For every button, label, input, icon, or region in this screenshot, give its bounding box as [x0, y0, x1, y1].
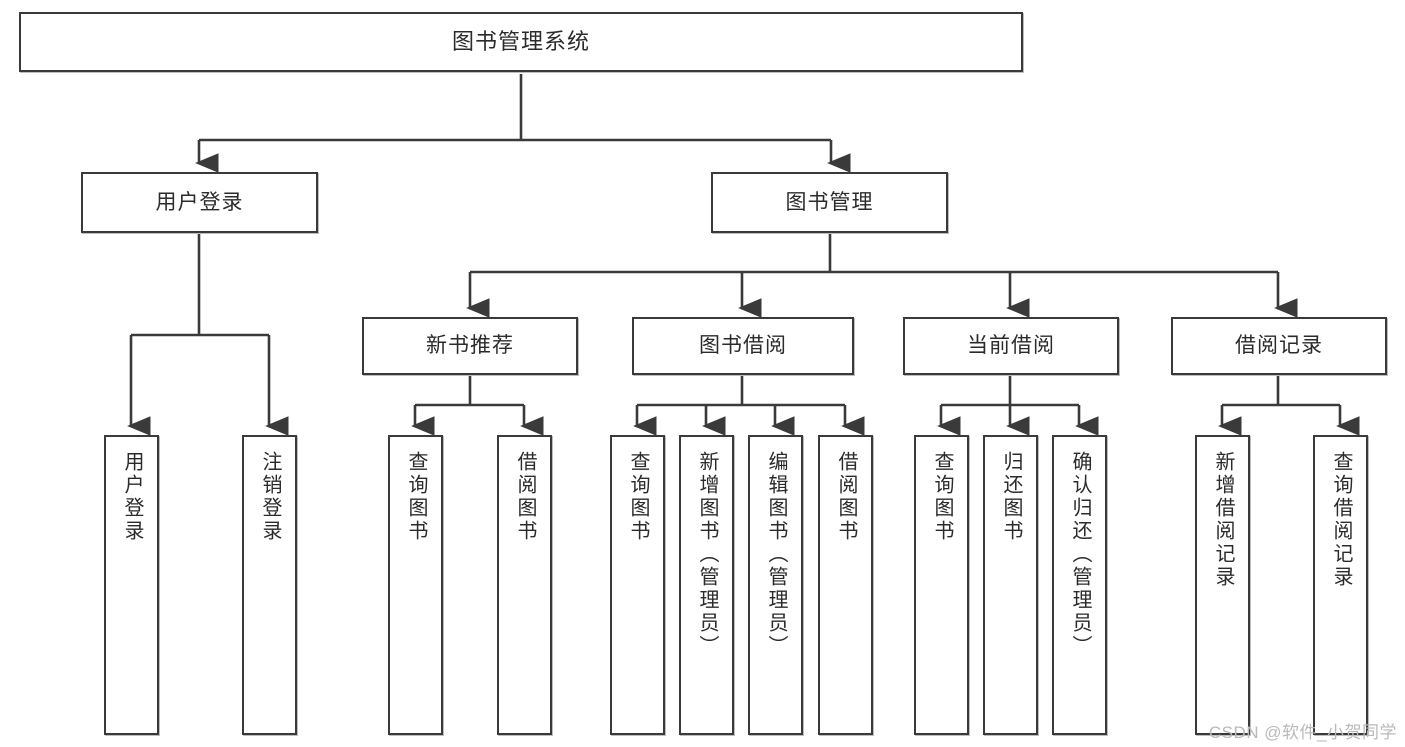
node-borrow-record[interactable]: 借阅记录 — [1171, 317, 1387, 375]
leaf-query-book-3[interactable]: 查询图书 — [914, 435, 969, 735]
leaf-edit-book[interactable]: 编辑图书（管理员） — [748, 435, 803, 735]
leaf-query-book-2-label: 查询图书 — [627, 451, 649, 543]
node-user-login-label: 用户登录 — [155, 190, 244, 214]
node-root-label: 图书管理系统 — [451, 28, 590, 54]
node-book-management-label: 图书管理 — [785, 190, 874, 214]
leaf-user-login[interactable]: 用户登录 — [104, 435, 159, 735]
leaf-user-login-label: 用户登录 — [121, 451, 143, 543]
leaf-query-record-label: 查询借阅记录 — [1330, 451, 1352, 589]
node-new-book-recommend-label: 新书推荐 — [426, 334, 514, 358]
leaf-confirm-return[interactable]: 确认归还（管理员） — [1052, 435, 1107, 735]
node-borrow-record-label: 借阅记录 — [1235, 334, 1323, 358]
leaf-confirm-return-label: 确认归还（管理员） — [1069, 451, 1091, 658]
node-book-borrow[interactable]: 图书借阅 — [632, 317, 854, 375]
leaf-logout-login-label: 注销登录 — [259, 451, 281, 543]
leaf-query-book-1-label: 查询图书 — [405, 451, 427, 543]
node-user-login[interactable]: 用户登录 — [81, 172, 318, 233]
leaf-query-record[interactable]: 查询借阅记录 — [1313, 435, 1368, 735]
leaf-return-book[interactable]: 归还图书 — [983, 435, 1038, 735]
node-root[interactable]: 图书管理系统 — [19, 12, 1023, 72]
leaf-add-record[interactable]: 新增借阅记录 — [1195, 435, 1250, 735]
leaf-add-record-label: 新增借阅记录 — [1212, 451, 1234, 589]
csdn-watermark: CSDN @软件_小贺同学 — [1208, 723, 1397, 742]
leaf-borrow-book-1-label: 借阅图书 — [514, 451, 536, 543]
leaf-return-book-label: 归还图书 — [1000, 451, 1022, 543]
leaf-query-book-3-label: 查询图书 — [931, 451, 953, 543]
node-current-borrow[interactable]: 当前借阅 — [903, 317, 1119, 375]
leaf-borrow-book-2-label: 借阅图书 — [835, 451, 857, 543]
leaf-query-book-2[interactable]: 查询图书 — [610, 435, 665, 735]
leaf-borrow-book-2[interactable]: 借阅图书 — [818, 435, 873, 735]
leaf-edit-book-label: 编辑图书（管理员） — [765, 451, 787, 658]
leaf-query-book-1[interactable]: 查询图书 — [388, 435, 443, 735]
leaf-borrow-book-1[interactable]: 借阅图书 — [497, 435, 552, 735]
leaf-add-book-label: 新增图书（管理员） — [696, 451, 718, 658]
leaf-add-book[interactable]: 新增图书（管理员） — [679, 435, 734, 735]
node-book-management[interactable]: 图书管理 — [711, 172, 948, 233]
leaf-logout-login[interactable]: 注销登录 — [242, 435, 297, 735]
node-book-borrow-label: 图书借阅 — [699, 334, 787, 358]
node-current-borrow-label: 当前借阅 — [967, 334, 1055, 358]
node-new-book-recommend[interactable]: 新书推荐 — [362, 317, 578, 375]
